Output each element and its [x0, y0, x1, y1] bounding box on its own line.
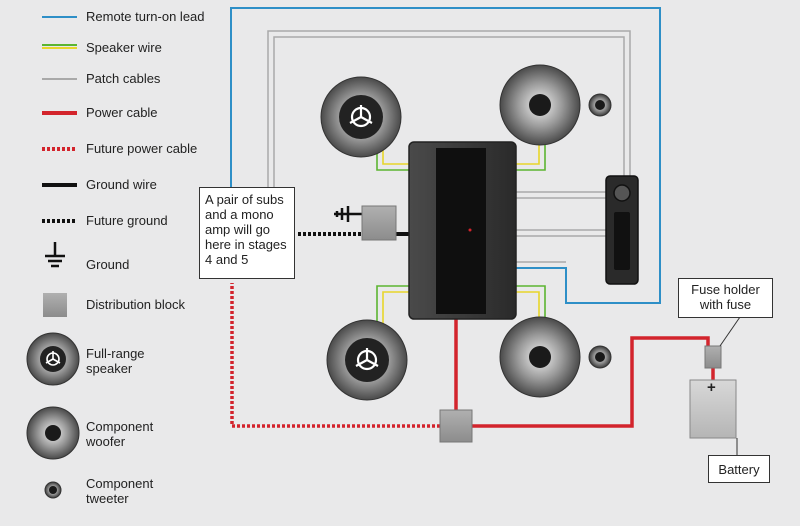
full-range-speaker-icon	[26, 332, 80, 386]
legend-label-woofer: Component woofer	[86, 419, 154, 449]
full-range-speaker-rear-left	[326, 319, 408, 401]
amplifier	[408, 141, 517, 320]
component-tweeter-front-right	[588, 93, 612, 117]
legend-label-remote: Remote turn-on lead	[86, 9, 205, 24]
future-subs-note: A pair of subs and a mono amp will go he…	[199, 187, 295, 279]
fuse-holder-label: Fuse holder with fuse	[678, 278, 773, 318]
fuse-holder	[704, 316, 741, 369]
legend-label-ground-wire: Ground wire	[86, 177, 157, 192]
ground-wire	[298, 206, 409, 236]
full-range-speaker-front-left	[320, 76, 402, 158]
ground-symbol-icon	[45, 242, 65, 268]
legend-label-distribution-block: Distribution block	[86, 297, 185, 312]
legend-label-future-ground: Future ground	[86, 213, 168, 228]
legend-label-power: Power cable	[86, 105, 158, 120]
distribution-block-icon	[43, 293, 67, 317]
component-woofer-rear-right	[499, 316, 581, 398]
patch-cables	[267, 30, 631, 263]
legend-label-speaker-wire: Speaker wire	[86, 40, 162, 55]
legend-label-ground: Ground	[86, 257, 130, 272]
legend	[26, 16, 80, 499]
amp-distribution-block	[361, 205, 397, 241]
head-unit	[605, 175, 639, 285]
power-cables	[230, 283, 715, 428]
power-distribution-block	[439, 409, 473, 443]
component-tweeter-icon	[44, 481, 62, 499]
legend-label-patch: Patch cables	[86, 71, 161, 86]
component-woofer-icon	[26, 406, 80, 460]
legend-label-future-power: Future power cable	[86, 141, 198, 156]
battery-positive-symbol: +	[707, 379, 716, 396]
amp-ground-symbol	[334, 206, 362, 222]
battery-label: Battery	[708, 455, 770, 483]
battery	[689, 379, 738, 455]
legend-label-tweeter: Component tweeter	[86, 476, 154, 506]
speaker-wire-line-icon	[42, 44, 77, 49]
component-woofer-front-right	[499, 64, 581, 146]
component-tweeter-rear-right	[588, 345, 612, 369]
remote-turn-on-lead	[230, 7, 661, 304]
legend-label-full-range: Full-range speaker	[86, 346, 145, 376]
